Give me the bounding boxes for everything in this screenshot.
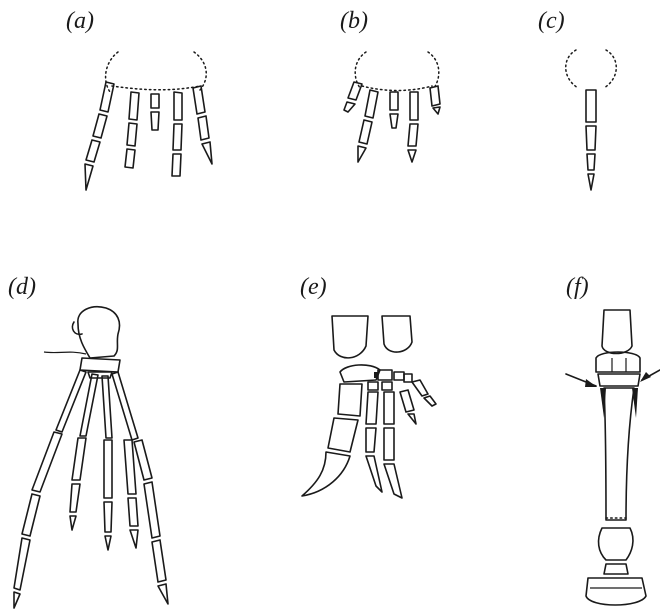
- limb-e-ulna: [382, 316, 412, 352]
- limb-f-hoof: [586, 578, 646, 605]
- limb-e-claw-digit: [302, 384, 362, 496]
- limb-e-claw: [302, 452, 350, 496]
- foot-d-astragalus: [78, 307, 120, 358]
- limb-f-pastern: [599, 528, 633, 560]
- digit-b-4: [408, 92, 418, 162]
- limb-a: [85, 52, 212, 190]
- foot-d-metatarsal-2: [80, 374, 98, 436]
- limb-f: [566, 310, 660, 605]
- limb-e: [302, 316, 436, 498]
- foot-d-digit-4: [124, 440, 138, 548]
- foot-d: [14, 307, 168, 608]
- digit-a-5: [193, 86, 212, 164]
- limb-e-digit-3: [384, 392, 402, 498]
- limb-e-digit-2: [366, 392, 382, 492]
- foot-d-metatarsal-4: [112, 372, 138, 440]
- foot-d-metatarsal-3: [102, 376, 112, 438]
- digit-a-1: [85, 82, 114, 190]
- limb-b-outline: [355, 52, 439, 91]
- foot-d-metatarsal-1: [56, 370, 86, 432]
- foot-d-digit-2: [70, 438, 86, 530]
- limb-e-digit-4: [400, 390, 416, 424]
- foot-d-digit-1: [14, 432, 62, 608]
- limb-e-digit-5: [412, 380, 436, 406]
- limb-f-carpals: [596, 352, 640, 372]
- limb-f-radius: [602, 310, 632, 354]
- digit-b-3: [390, 92, 398, 128]
- foot-d-digit-5: [134, 440, 168, 604]
- limb-e-radius: [332, 316, 368, 358]
- foot-d-line: [44, 352, 86, 354]
- limb-a-outline: [106, 52, 207, 92]
- digit-a-3: [151, 94, 159, 130]
- limb-b: [344, 52, 440, 162]
- limb-f-cannon: [604, 388, 634, 520]
- digit-c-1: [586, 90, 596, 190]
- digit-b-2: [358, 90, 378, 162]
- digit-a-2: [125, 92, 139, 168]
- limb-c-outline: [566, 50, 617, 88]
- digit-a-4: [172, 92, 182, 176]
- limb-c: [566, 50, 617, 190]
- digit-b-5: [430, 86, 440, 114]
- foot-d-digit-3: [104, 440, 112, 550]
